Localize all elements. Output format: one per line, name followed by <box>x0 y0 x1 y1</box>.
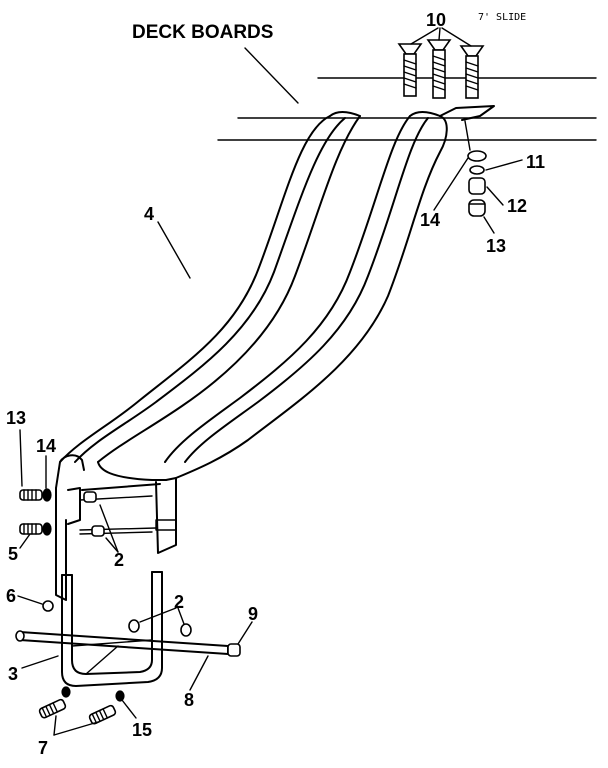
upper-bracket <box>17 487 153 612</box>
callout-7: 7 <box>38 738 48 758</box>
screw <box>397 43 423 97</box>
cross-bar <box>15 621 253 691</box>
callout-14-left: 14 <box>36 436 56 456</box>
callout-12: 12 <box>507 196 527 216</box>
callout-4: 4 <box>144 204 154 224</box>
callout-13-top: 13 <box>486 236 506 256</box>
hardware-left <box>19 429 52 549</box>
callout-2-upper: 2 <box>114 550 124 570</box>
callout-5: 5 <box>8 544 18 564</box>
callout-3: 3 <box>8 664 18 684</box>
callout-14-top: 14 <box>420 210 440 230</box>
leader-4 <box>157 221 191 279</box>
u-frame <box>21 571 163 687</box>
deck-boards <box>217 77 597 141</box>
deck-boards-leader <box>244 47 299 104</box>
slide-bed <box>55 105 495 554</box>
seven-foot-slide-label: 7' SLIDE <box>478 12 526 23</box>
callout-9: 9 <box>248 604 258 624</box>
callout-2-lower: 2 <box>174 592 184 612</box>
deck-boards-label: DECK BOARDS <box>132 22 273 43</box>
lower-bolts <box>128 607 192 637</box>
bottom-screws <box>38 686 137 736</box>
callout-11: 11 <box>526 152 545 172</box>
callout-8: 8 <box>184 690 194 710</box>
hardware-top-right <box>433 120 523 234</box>
callout-10: 10 <box>426 10 446 30</box>
callout-13-left: 13 <box>6 408 26 428</box>
screw <box>459 45 485 99</box>
callout-6: 6 <box>6 586 16 606</box>
callout-15: 15 <box>132 720 152 740</box>
screw-group-10 <box>397 27 485 99</box>
screw <box>426 39 452 99</box>
